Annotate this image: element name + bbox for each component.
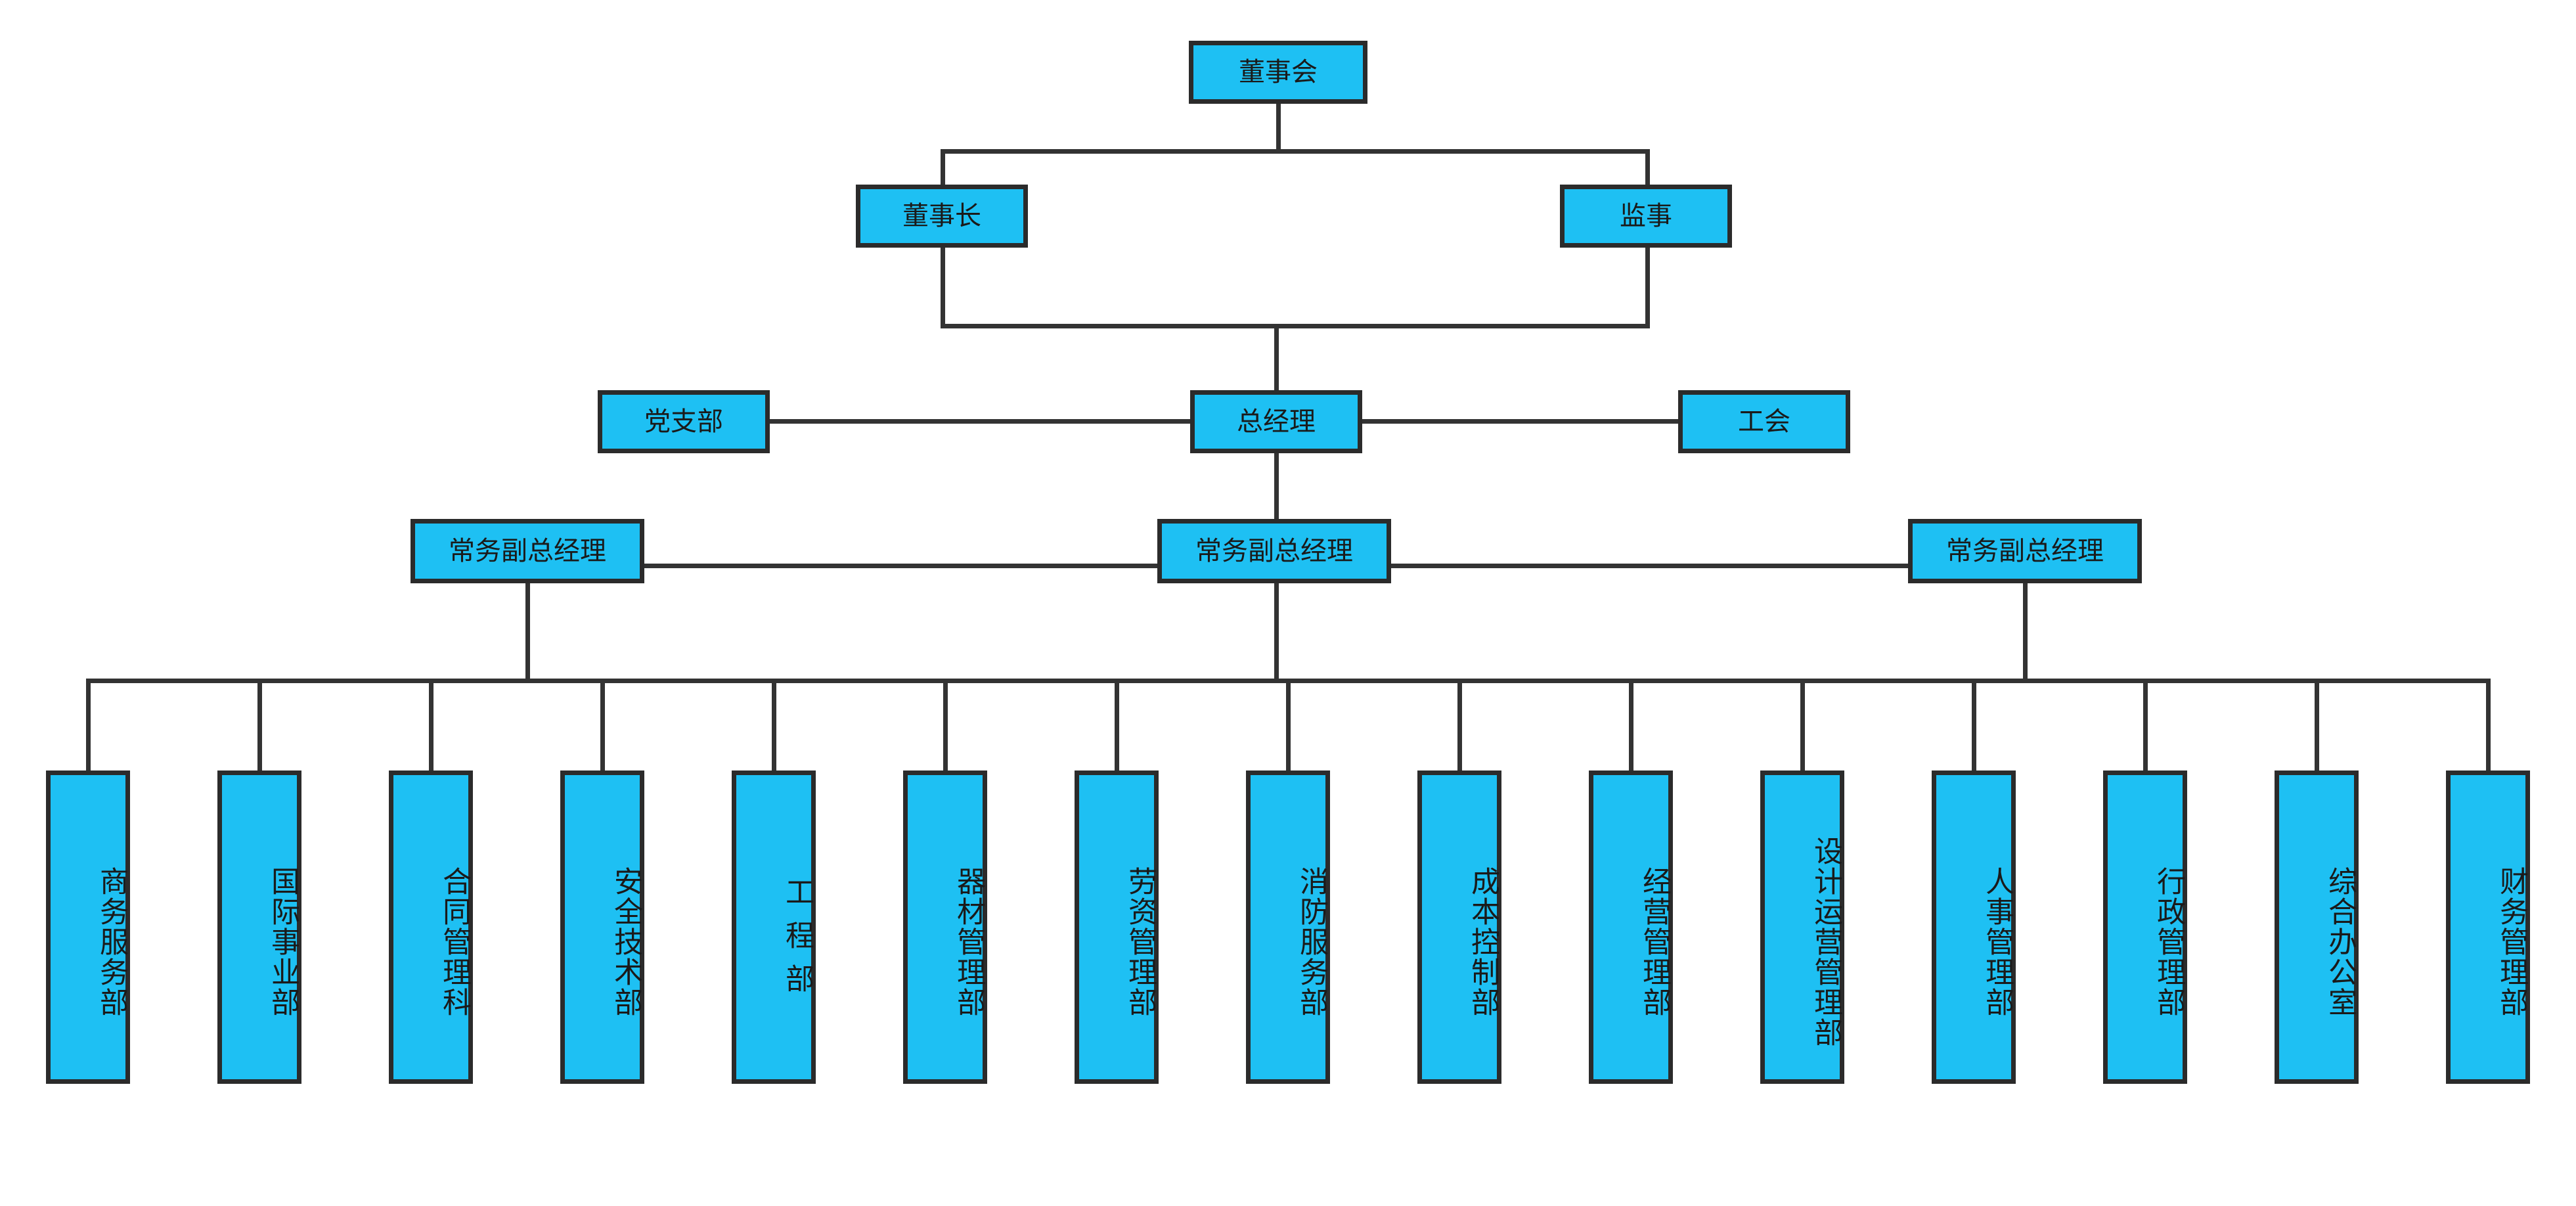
- connector-deputy-right-down: [2023, 583, 2028, 681]
- connector-department-dropper: [86, 679, 91, 770]
- node-deputy-gm-center[interactable]: 常务副总经理: [1157, 519, 1391, 583]
- connector-department-dropper: [1972, 679, 1976, 770]
- connector-gm-down: [1274, 453, 1279, 519]
- connector-to-supervisor: [1645, 149, 1650, 185]
- connector-supervisor-down: [1645, 248, 1650, 324]
- node-department[interactable]: 器材管理部: [903, 770, 987, 1084]
- node-department[interactable]: 行政管理部: [2103, 770, 2187, 1084]
- node-labor-union[interactable]: 工会: [1678, 390, 1850, 453]
- node-department[interactable]: 成本控制部: [1417, 770, 1501, 1084]
- connector-department-dropper: [257, 679, 262, 770]
- connector-department-dropper: [600, 679, 605, 770]
- connector-deputy-left-down: [525, 583, 530, 681]
- connector-gm-to-party-branch: [770, 419, 1190, 424]
- node-party-branch[interactable]: 党支部: [598, 390, 770, 453]
- connector-department-dropper: [1800, 679, 1805, 770]
- node-deputy-gm-left[interactable]: 常务副总经理: [411, 519, 644, 583]
- connector-level3-bus: [941, 324, 1650, 328]
- node-department[interactable]: 财务管理部: [2446, 770, 2530, 1084]
- node-department[interactable]: 经营管理部: [1589, 770, 1673, 1084]
- connector-gm-to-labor-union: [1362, 419, 1678, 424]
- node-department[interactable]: 合同管理科: [389, 770, 473, 1084]
- node-board-of-directors[interactable]: 董事会: [1189, 41, 1367, 104]
- connector-chairman-down: [941, 248, 945, 324]
- connector-deputy-right-lateral: [1391, 564, 1908, 568]
- connector-deputy-left-lateral: [644, 564, 1157, 568]
- connector-board-down: [1276, 104, 1281, 151]
- node-department[interactable]: 安全技术部: [560, 770, 644, 1084]
- node-department[interactable]: 人事管理部: [1932, 770, 2016, 1084]
- connector-to-general-manager: [1274, 324, 1279, 390]
- connector-department-dropper: [1115, 679, 1119, 770]
- node-department[interactable]: 国际事业部: [217, 770, 301, 1084]
- connector-department-dropper: [2143, 679, 2148, 770]
- connector-level2-bus: [941, 149, 1650, 154]
- node-chairman[interactable]: 董事长: [856, 185, 1028, 248]
- connector-to-chairman: [941, 149, 945, 185]
- connector-department-dropper: [2486, 679, 2491, 770]
- node-department[interactable]: 设计运营管理部: [1760, 770, 1844, 1084]
- node-department[interactable]: 劳资管理部: [1075, 770, 1159, 1084]
- connector-department-dropper: [943, 679, 948, 770]
- node-general-manager[interactable]: 总经理: [1190, 390, 1362, 453]
- node-supervisor[interactable]: 监事: [1560, 185, 1732, 248]
- connector-department-dropper: [1286, 679, 1291, 770]
- connector-department-dropper: [2315, 679, 2319, 770]
- connector-deputy-center-down: [1274, 583, 1279, 681]
- node-department[interactable]: 综合办公室: [2275, 770, 2359, 1084]
- connector-department-dropper: [1629, 679, 1633, 770]
- node-deputy-gm-right[interactable]: 常务副总经理: [1908, 519, 2142, 583]
- node-department[interactable]: 商务服务部: [46, 770, 130, 1084]
- connector-department-dropper: [429, 679, 433, 770]
- connector-department-dropper: [1457, 679, 1462, 770]
- connector-department-dropper: [772, 679, 776, 770]
- node-department[interactable]: 消防服务部: [1246, 770, 1330, 1084]
- node-department[interactable]: 工程部: [732, 770, 816, 1084]
